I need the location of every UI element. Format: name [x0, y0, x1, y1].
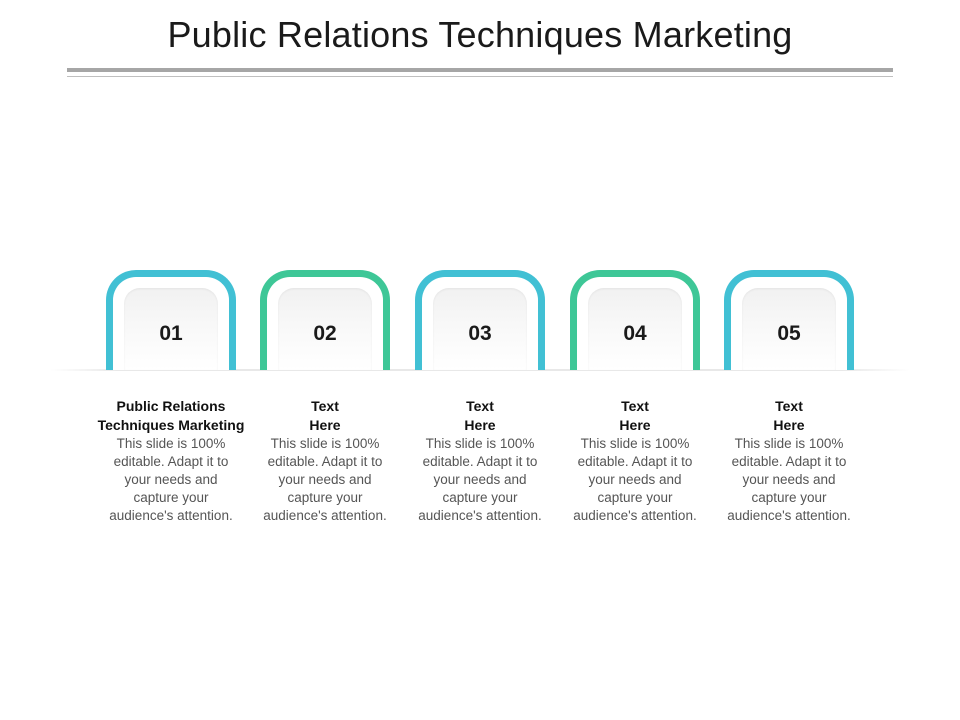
step-3-body-line-1: This slide is 100% — [425, 436, 535, 451]
step-3-heading-line-1: Text — [466, 398, 494, 414]
steps-baseline — [50, 369, 910, 371]
step-2-body-line-4: capture your — [287, 490, 363, 505]
step-5-body-line-2: editable. Adapt it to — [731, 454, 847, 469]
step-5: 05 Text Here This slide is 100% editable… — [704, 270, 874, 525]
step-4-tile: 04 — [588, 288, 682, 370]
step-1-heading-line-2: Techniques Marketing — [97, 417, 245, 433]
step-5-heading: Text Here — [704, 397, 874, 435]
step-5-body-line-1: This slide is 100% — [734, 436, 844, 451]
step-3-heading: Text Here — [395, 397, 565, 435]
step-1-number: 01 — [159, 322, 183, 345]
step-3-body: This slide is 100% editable. Adapt it to… — [395, 435, 565, 525]
step-1-body-line-1: This slide is 100% — [116, 436, 226, 451]
title-underline-thick — [67, 68, 893, 72]
step-2-body-line-2: editable. Adapt it to — [267, 454, 383, 469]
step-4-body-line-1: This slide is 100% — [580, 436, 690, 451]
step-1-frame: 01 — [106, 270, 236, 370]
step-2-body-line-5: audience's attention. — [263, 508, 387, 523]
step-4-body-line-5: audience's attention. — [573, 508, 697, 523]
step-2-body-line-3: your needs and — [278, 472, 372, 487]
step-3-tile: 03 — [433, 288, 527, 370]
step-5-body: This slide is 100% editable. Adapt it to… — [704, 435, 874, 525]
step-1-body-line-2: editable. Adapt it to — [113, 454, 229, 469]
step-3-body-line-4: capture your — [442, 490, 518, 505]
step-4-body-line-4: capture your — [597, 490, 673, 505]
slide-title: Public Relations Techniques Marketing — [167, 14, 793, 55]
step-4: 04 Text Here This slide is 100% editable… — [550, 270, 720, 525]
step-1-tile: 01 — [124, 288, 218, 370]
step-1-body-line-5: audience's attention. — [109, 508, 233, 523]
step-4-heading-line-1: Text — [621, 398, 649, 414]
step-4-heading: Text Here — [550, 397, 720, 435]
step-2-body: This slide is 100% editable. Adapt it to… — [240, 435, 410, 525]
step-4-body-line-3: your needs and — [588, 472, 682, 487]
step-1: 01 Public Relations Techniques Marketing… — [86, 270, 256, 525]
step-2: 02 Text Here This slide is 100% editable… — [240, 270, 410, 525]
step-4-number: 04 — [623, 322, 647, 345]
step-2-body-line-1: This slide is 100% — [270, 436, 380, 451]
title-underline-thin — [67, 76, 893, 77]
step-3-body-line-2: editable. Adapt it to — [422, 454, 538, 469]
step-4-body: This slide is 100% editable. Adapt it to… — [550, 435, 720, 525]
step-3-body-line-3: your needs and — [433, 472, 527, 487]
step-3-heading-line-2: Here — [464, 417, 496, 433]
step-1-heading-line-1: Public Relations — [116, 398, 226, 414]
step-2-frame: 02 — [260, 270, 390, 370]
step-5-tile: 05 — [742, 288, 836, 370]
step-5-body-line-5: audience's attention. — [727, 508, 851, 523]
step-2-tile: 02 — [278, 288, 372, 370]
step-3-body-line-5: audience's attention. — [418, 508, 542, 523]
step-5-heading-line-1: Text — [775, 398, 803, 414]
step-1-body: This slide is 100% editable. Adapt it to… — [86, 435, 256, 525]
step-4-frame: 04 — [570, 270, 700, 370]
step-3: 03 Text Here This slide is 100% editable… — [395, 270, 565, 525]
step-3-number: 03 — [468, 322, 492, 345]
step-5-body-line-3: your needs and — [742, 472, 836, 487]
step-2-heading-line-1: Text — [311, 398, 339, 414]
step-5-heading-line-2: Here — [773, 417, 805, 433]
step-5-body-line-4: capture your — [751, 490, 827, 505]
step-5-frame: 05 — [724, 270, 854, 370]
step-1-body-line-3: your needs and — [124, 472, 218, 487]
step-2-heading: Text Here — [240, 397, 410, 435]
step-1-body-line-4: capture your — [133, 490, 209, 505]
step-3-frame: 03 — [415, 270, 545, 370]
step-4-heading-line-2: Here — [619, 417, 651, 433]
step-1-heading: Public Relations Techniques Marketing — [86, 397, 256, 435]
step-2-heading-line-2: Here — [309, 417, 341, 433]
step-5-number: 05 — [777, 322, 801, 345]
step-2-number: 02 — [313, 322, 337, 345]
step-4-body-line-2: editable. Adapt it to — [577, 454, 693, 469]
steps-row: 01 Public Relations Techniques Marketing… — [0, 270, 960, 550]
